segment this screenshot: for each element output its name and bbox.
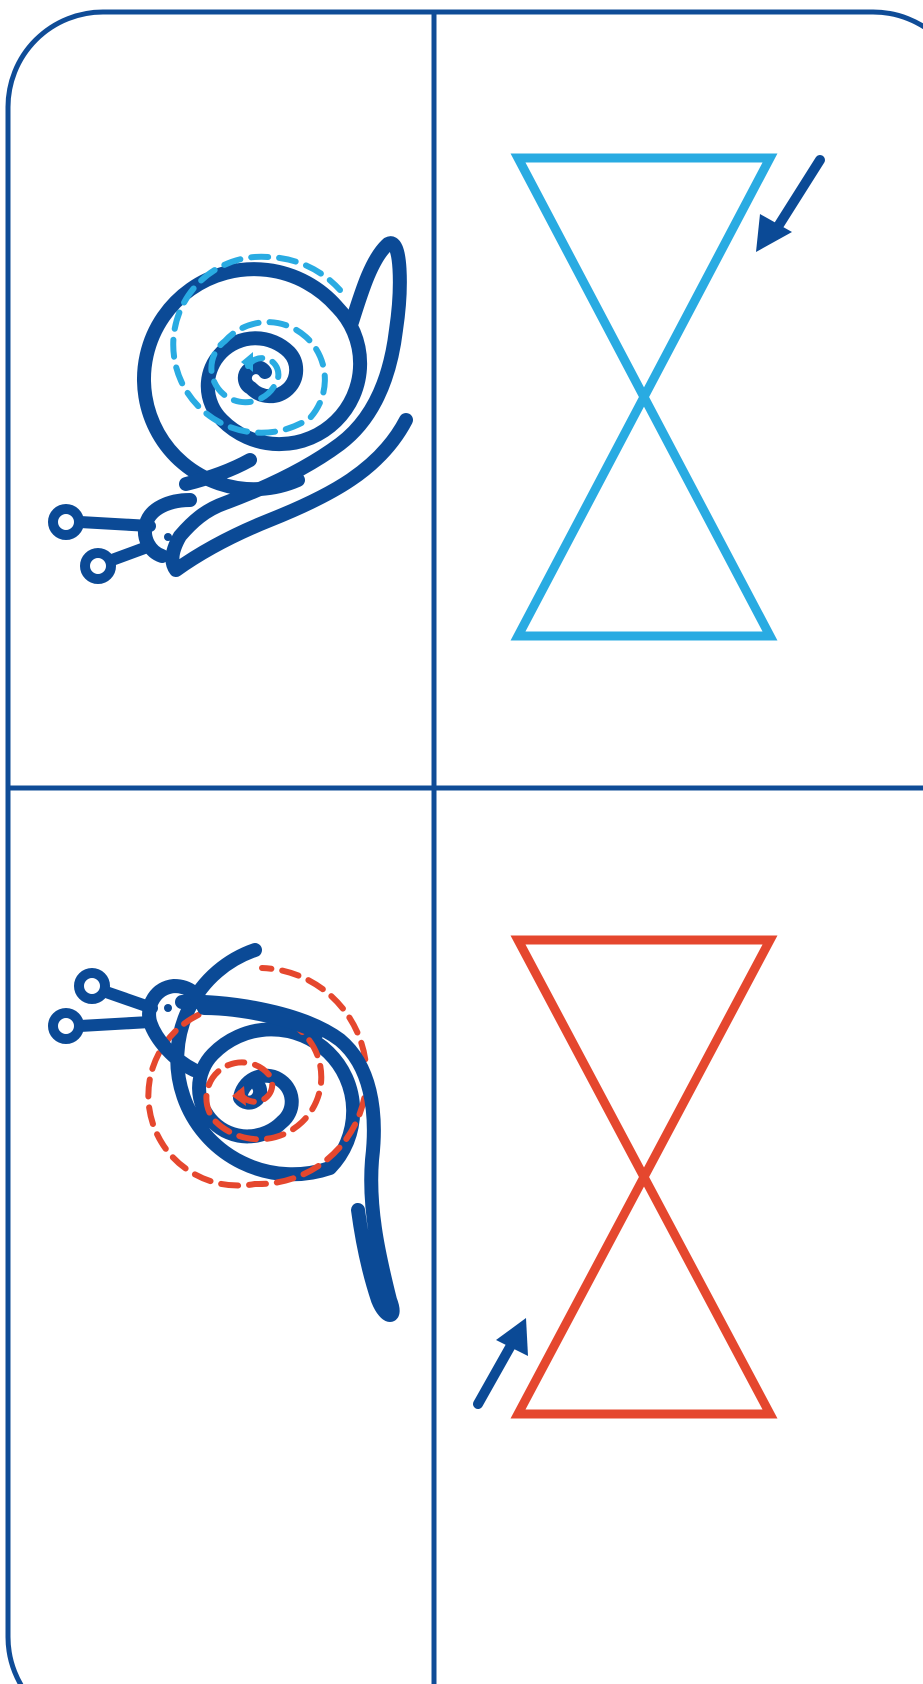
snail-antenna-lower [112, 546, 150, 560]
snail-antenna-upper [106, 992, 152, 1008]
snail-antenna-lower-tip [85, 553, 111, 579]
panel-bottom-left [53, 950, 393, 1315]
snail-eye [164, 1004, 172, 1012]
snail-icon [53, 243, 406, 579]
snail-antenna-upper [80, 522, 150, 526]
panel-top-left [53, 243, 406, 579]
panel-bottom-right [478, 940, 770, 1414]
snail-eye [164, 533, 172, 541]
snail-antenna-lower-tip [53, 1013, 79, 1039]
snail-head [149, 986, 318, 1032]
snail-icon [53, 950, 393, 1315]
snail-antenna-upper-tip [53, 509, 79, 535]
card-border [8, 12, 923, 1684]
arrow-up-right-icon [478, 1318, 528, 1404]
panel-top-right [518, 158, 820, 636]
hourglass-figure-eight [518, 940, 770, 1414]
snail-antenna-upper-tip [79, 973, 105, 999]
snail-antenna-lower [80, 1022, 150, 1026]
frame [8, 12, 923, 1684]
hourglass-figure-eight [518, 158, 770, 636]
